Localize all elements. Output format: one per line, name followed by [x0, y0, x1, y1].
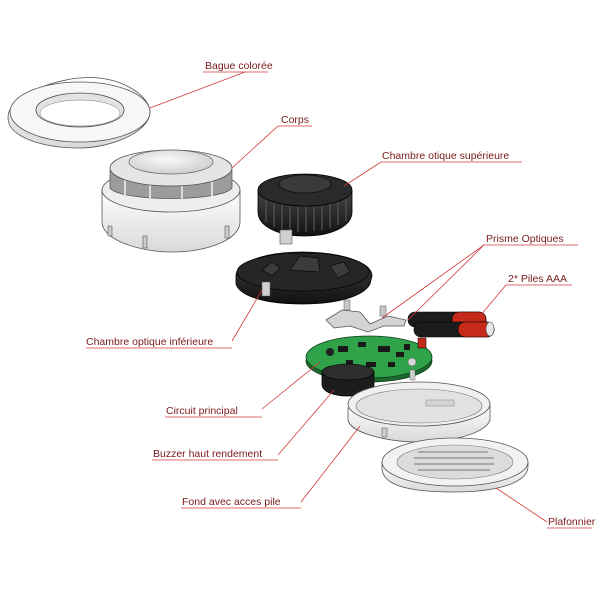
leader-lines: [149, 71, 548, 523]
fond-part: [347, 381, 491, 443]
label-circuit-principal: Circuit principal: [166, 405, 238, 417]
label-chambre-inferieure: Chambre optique inférieure: [86, 336, 213, 348]
label-corps: Corps: [281, 114, 309, 126]
label-bague-coloree: Bague colorée: [205, 60, 273, 72]
label-piles-aaa: 2* Piles AAA: [508, 273, 567, 285]
piles-aaa-part: [407, 311, 495, 338]
chambre-optique-inferieure-part: [235, 251, 373, 305]
bague-coloree-part: [7, 77, 151, 149]
chambre-optique-superieure-part: [257, 173, 353, 245]
label-fond: Fond avec acces pile: [182, 496, 281, 508]
corps-part: [101, 149, 241, 253]
label-plafonnier: Plafonnier: [548, 516, 596, 528]
plafonnier-part: [381, 437, 529, 493]
prisme-optiques-part: [325, 299, 407, 333]
label-underlines: [86, 71, 592, 529]
label-buzzer: Buzzer haut rendement: [153, 448, 262, 460]
label-prisme-optiques: Prisme Optiques: [486, 233, 564, 245]
buzzer-part: [321, 363, 375, 397]
label-chambre-superieure: Chambre otique supérieure: [382, 150, 509, 162]
